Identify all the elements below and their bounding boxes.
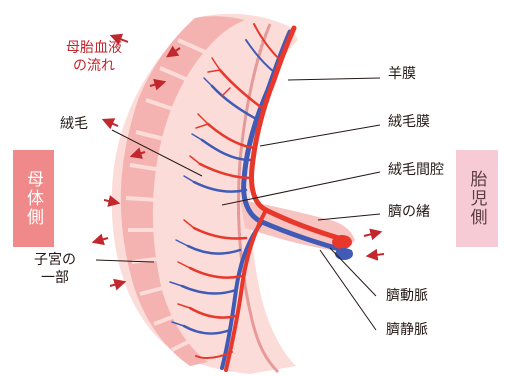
maternal-blood-flow-line2: の流れ [66,58,122,76]
intervillous-space-label: 絨毛間腔 [388,162,444,180]
uterus-part-label: 子宮の 一部 [34,252,76,287]
umbilical-cord-label: 臍の緒 [388,204,430,222]
uterus-part-line2: 一部 [34,270,76,288]
maternal-blood-flow-label: 母胎血液 の流れ [66,40,122,75]
umbilical-artery-end [332,235,352,249]
umbilical-artery-label: 臍動脈 [386,288,428,306]
maternal-blood-flow-line1: 母胎血液 [66,40,122,58]
fetal-side-label: 胎児側 [456,150,498,247]
amnion-label: 羊膜 [388,66,416,84]
mother-side-label: 母体側 [13,150,54,247]
uterus-part-line1: 子宮の [34,252,76,270]
umbilical-vein-end [335,248,353,260]
villus-label: 絨毛 [60,116,88,134]
chorion-label: 絨毛膜 [388,114,430,132]
umbilical-vein-label: 臍静脈 [386,322,428,340]
